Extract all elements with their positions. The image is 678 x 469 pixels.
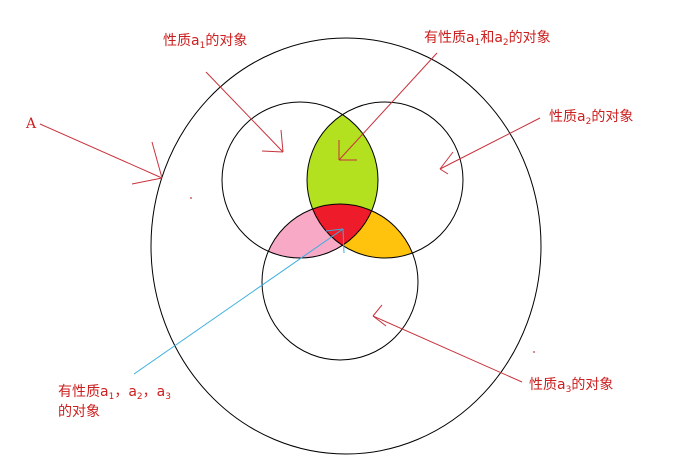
label-property-all-three-line1: 有性质a1，a2，a3: [58, 384, 171, 402]
region-a1-a3: [262, 204, 378, 258]
region-a2-a3: [307, 204, 418, 258]
arrow-to-a1-a2: [338, 52, 438, 161]
circle-a3: [261, 203, 419, 361]
circle-a2: [306, 101, 464, 259]
label-property-a3: 性质a3的对象: [529, 377, 613, 395]
circle-a1: [221, 101, 379, 259]
arrow-to-set-a: [39, 123, 163, 185]
arrow-to-a3: [372, 304, 523, 383]
label-property-all-three-line2: 的对象: [58, 404, 100, 420]
set-a-ellipse: [150, 37, 542, 455]
label-property-a1-and-a2: 有性质a1和a2的对象: [424, 30, 551, 48]
arrow-to-a2: [439, 117, 541, 175]
arrow-to-a1: [205, 71, 284, 153]
stray-dot: [190, 197, 192, 199]
stray-dot: [533, 351, 535, 353]
arrow-to-all-three: [133, 228, 345, 375]
label-property-a2: 性质a2的对象: [549, 109, 633, 127]
label-set-a: A: [25, 116, 37, 132]
label-property-a1: 性质a1的对象: [163, 33, 247, 51]
